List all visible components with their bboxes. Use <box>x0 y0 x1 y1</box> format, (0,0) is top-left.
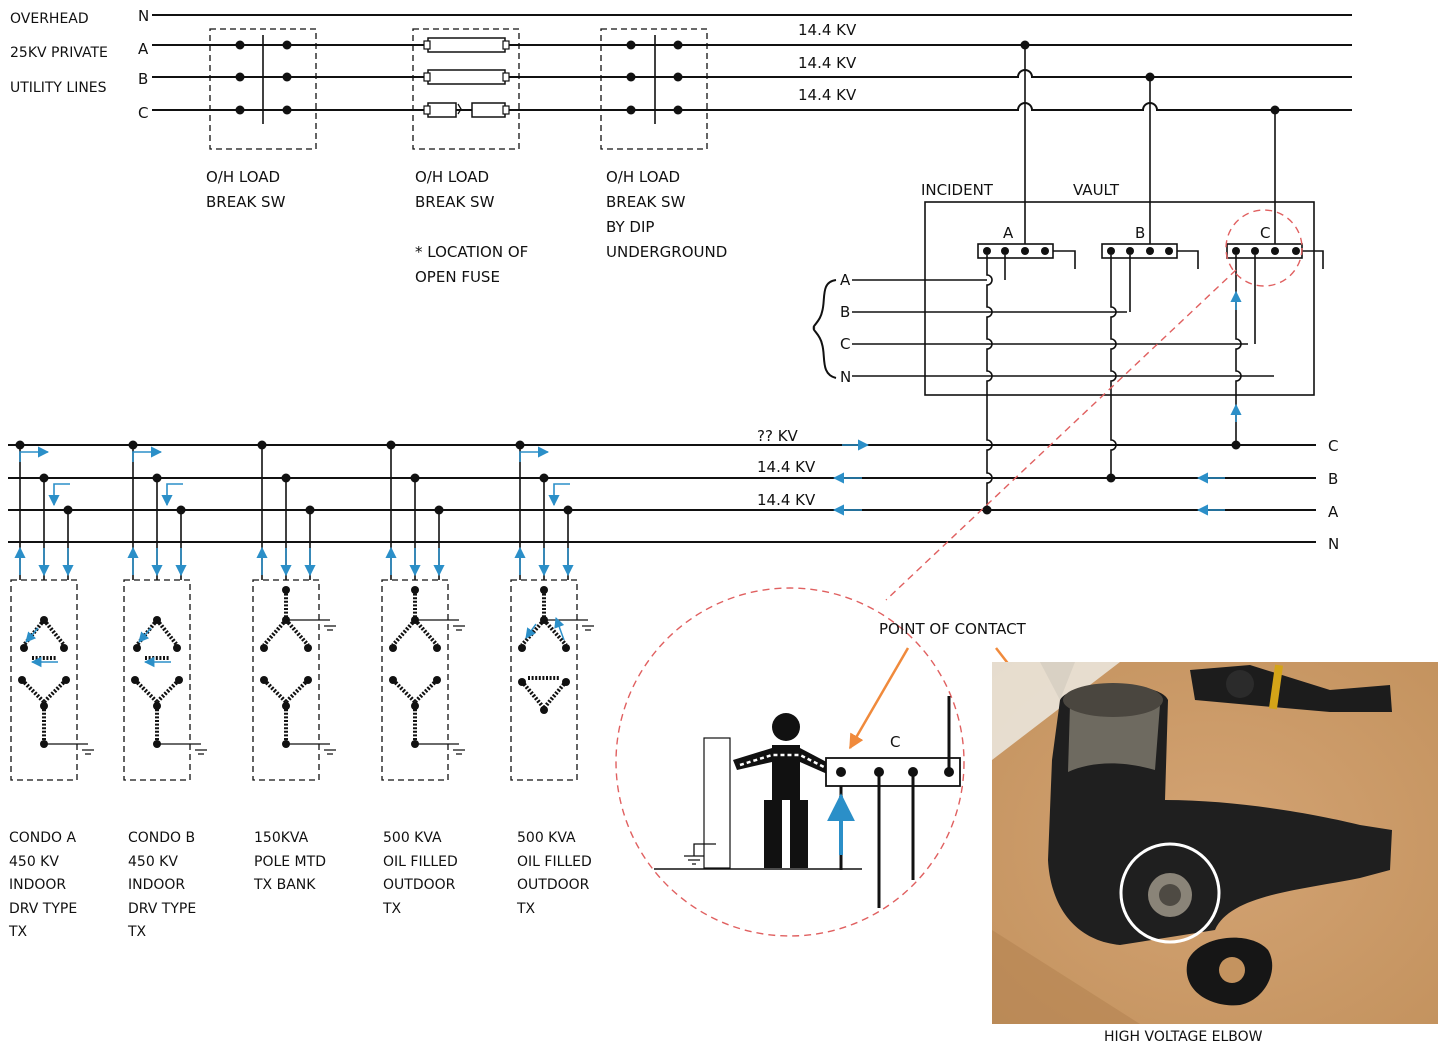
bottom-bus-lines <box>8 444 1316 543</box>
switch-3-label: UNDERGROUND <box>606 243 727 261</box>
load-break-switch-1 <box>209 28 317 150</box>
worker-icon <box>772 713 800 741</box>
voltage-label: ?? KV <box>757 427 799 445</box>
vault-feeder-c <box>1235 255 1242 444</box>
bracket <box>812 279 837 379</box>
tx-label: POLE MTD <box>254 854 326 870</box>
top-line-b <box>152 69 1352 78</box>
transformer-symbol <box>381 440 465 781</box>
voltage-label: 14.4 KV <box>757 491 816 509</box>
transformer-symbol <box>252 440 336 781</box>
bracket-label: N <box>840 368 851 386</box>
top-line-c <box>152 102 1352 111</box>
tx-label: OIL FILLED <box>383 854 458 870</box>
photo-caption: HIGH VOLTAGE ELBOW <box>1104 1029 1263 1045</box>
bracket-label: C <box>840 335 850 353</box>
tx-label: 450 KV <box>128 854 178 870</box>
switch-2-label: O/H LOAD <box>415 168 489 186</box>
tx-label: TX BANK <box>253 877 316 893</box>
switch-3-label: BREAK SW <box>606 193 686 211</box>
elbow-photo <box>992 662 1438 1024</box>
tx-label: DRV TYPE <box>128 901 196 917</box>
tx-label: INDOOR <box>9 877 66 893</box>
vault-feeder-a <box>986 255 993 510</box>
vault-bus-b: B <box>1101 224 1199 269</box>
bottom-phase-label-c: C <box>1328 437 1338 455</box>
tx-label: TX <box>8 924 28 940</box>
switch-2-label: BREAK SW <box>415 193 495 211</box>
switch-1-label: BREAK SW <box>206 193 286 211</box>
bottom-phase-label-a: A <box>1328 503 1339 521</box>
switch-2-note: * LOCATION OF <box>415 243 528 261</box>
tx-label: 500 KVA <box>517 830 576 846</box>
voltage-label: 14.4 KV <box>798 86 857 104</box>
top-phase-label-c: C <box>138 104 148 122</box>
fuse-icon <box>427 37 506 53</box>
vault-feeder-b <box>1110 255 1117 477</box>
bottom-phase-label-n: N <box>1328 535 1339 553</box>
overhead-label: OVERHEAD 25KV PRIVATE UTILITY LINES <box>10 11 108 96</box>
tx-label: TX <box>382 901 402 917</box>
bus-label: B <box>1135 224 1145 242</box>
bracket-label: A <box>840 271 851 289</box>
bus-label: C <box>1260 224 1270 242</box>
bottom-phase-label-b: B <box>1328 470 1338 488</box>
switch-enclosure <box>600 28 708 150</box>
tx-label: INDOOR <box>128 877 185 893</box>
switch-3-label: BY DIP <box>606 218 654 236</box>
overhead-label-line: 25KV PRIVATE <box>10 45 108 61</box>
load-break-switch-3 <box>600 28 708 150</box>
switch-1-label: O/H LOAD <box>206 168 280 186</box>
worker-scene: C <box>654 696 961 908</box>
vault-title: INCIDENT <box>921 181 994 199</box>
point-of-contact-label: POINT OF CONTACT <box>879 620 1027 638</box>
contact-pointer <box>848 647 910 750</box>
callout-leader <box>885 269 1237 601</box>
vault-bus-c: C <box>1226 224 1324 269</box>
tx-label: 500 KVA <box>383 830 442 846</box>
tx-label: CONDO A <box>9 830 77 846</box>
transformer-symbol <box>123 440 207 781</box>
overhead-label-line: OVERHEAD <box>10 11 89 27</box>
switch-2-note: OPEN FUSE <box>415 268 500 286</box>
ground-icon <box>684 843 716 865</box>
tx-label: CONDO B <box>128 830 195 846</box>
vault-bus-a: A <box>977 224 1076 269</box>
bus-label: A <box>1003 224 1014 242</box>
switch-enclosure <box>412 28 520 150</box>
voltage-label: 14.4 KV <box>798 54 857 72</box>
contact-bus-label: C <box>890 733 900 751</box>
overhead-label-line: UTILITY LINES <box>10 80 107 96</box>
vault-enclosure <box>924 201 1315 396</box>
transformer-symbol <box>510 440 594 781</box>
tx-label: OUTDOOR <box>383 877 456 893</box>
tx-label: OUTDOOR <box>517 877 590 893</box>
top-phase-label-b: B <box>138 70 148 88</box>
switch-enclosure <box>209 28 317 150</box>
voltage-label: 14.4 KV <box>757 458 816 476</box>
open-fuse-icon <box>427 102 457 118</box>
tx-label: TX <box>127 924 147 940</box>
contact-highlight-circle <box>1119 842 1221 944</box>
fuse-icon <box>427 69 506 85</box>
tx-label: DRV TYPE <box>9 901 77 917</box>
tx-label: TX <box>516 901 536 917</box>
bracket-label: B <box>840 303 850 321</box>
callout-circle-large <box>615 587 965 937</box>
vault-title: VAULT <box>1073 181 1120 199</box>
load-break-switch-2 <box>412 28 520 150</box>
transformer-symbol <box>10 440 94 781</box>
voltage-label: 14.4 KV <box>798 21 857 39</box>
tx-label: OIL FILLED <box>517 854 592 870</box>
callout-circle-small <box>1225 209 1303 287</box>
top-bus-lines <box>152 14 1352 111</box>
top-phase-label-n: N <box>138 7 149 25</box>
tx-label: 150KVA <box>254 830 309 846</box>
transformer-group <box>10 440 594 781</box>
top-phase-label-a: A <box>138 40 149 58</box>
switch-3-label: O/H LOAD <box>606 168 680 186</box>
tx-label: 450 KV <box>9 854 59 870</box>
